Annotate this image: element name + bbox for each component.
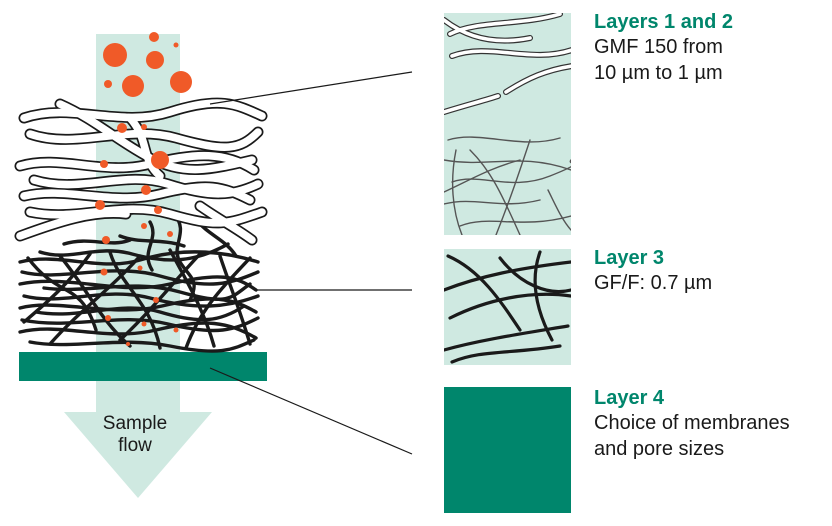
sample-flow-label: Sample flow [90,413,180,457]
detail-panel-layer-4 [444,387,571,513]
label-layer-4: Layer 4 Choice of membranes and pore siz… [594,386,790,462]
layers-1-2-fibers-left [14,97,268,246]
layers-1-2-desc-line2: 10 µm to 1 µm [594,62,723,84]
leader-line-layers-1-2 [209,71,413,105]
layer-4-desc-line2: and pore sizes [594,438,725,460]
leader-line-layer-4 [209,367,413,455]
membrane-layer-4-left [19,352,267,381]
detail-panel-layer-3 [444,249,571,365]
sample-flow-label-line1: Sample [102,413,168,434]
particles [95,32,192,346]
flow-arrow-head [64,380,212,498]
sample-flow-label-line2: flow [118,435,152,456]
detail-panel-layers-1-2 [444,13,571,235]
layers-1-2-desc-line1: GMF 150 from [594,36,723,58]
layers-1-2-title: Layers 1 and 2 [594,11,733,33]
leader-lines [209,71,413,455]
layer-3-fibers-left [18,212,260,353]
layer-3-title: Layer 3 [594,247,665,269]
layer-4-title: Layer 4 [594,387,665,409]
layer-4-desc-line1: Choice of membranes [594,412,790,434]
label-layer-3: Layer 3 GF/F: 0.7 µm [594,246,712,296]
label-layers-1-2: Layers 1 and 2 GMF 150 from 10 µm to 1 µ… [594,10,733,86]
layer-3-desc-line1: GF/F: 0.7 µm [594,272,713,294]
